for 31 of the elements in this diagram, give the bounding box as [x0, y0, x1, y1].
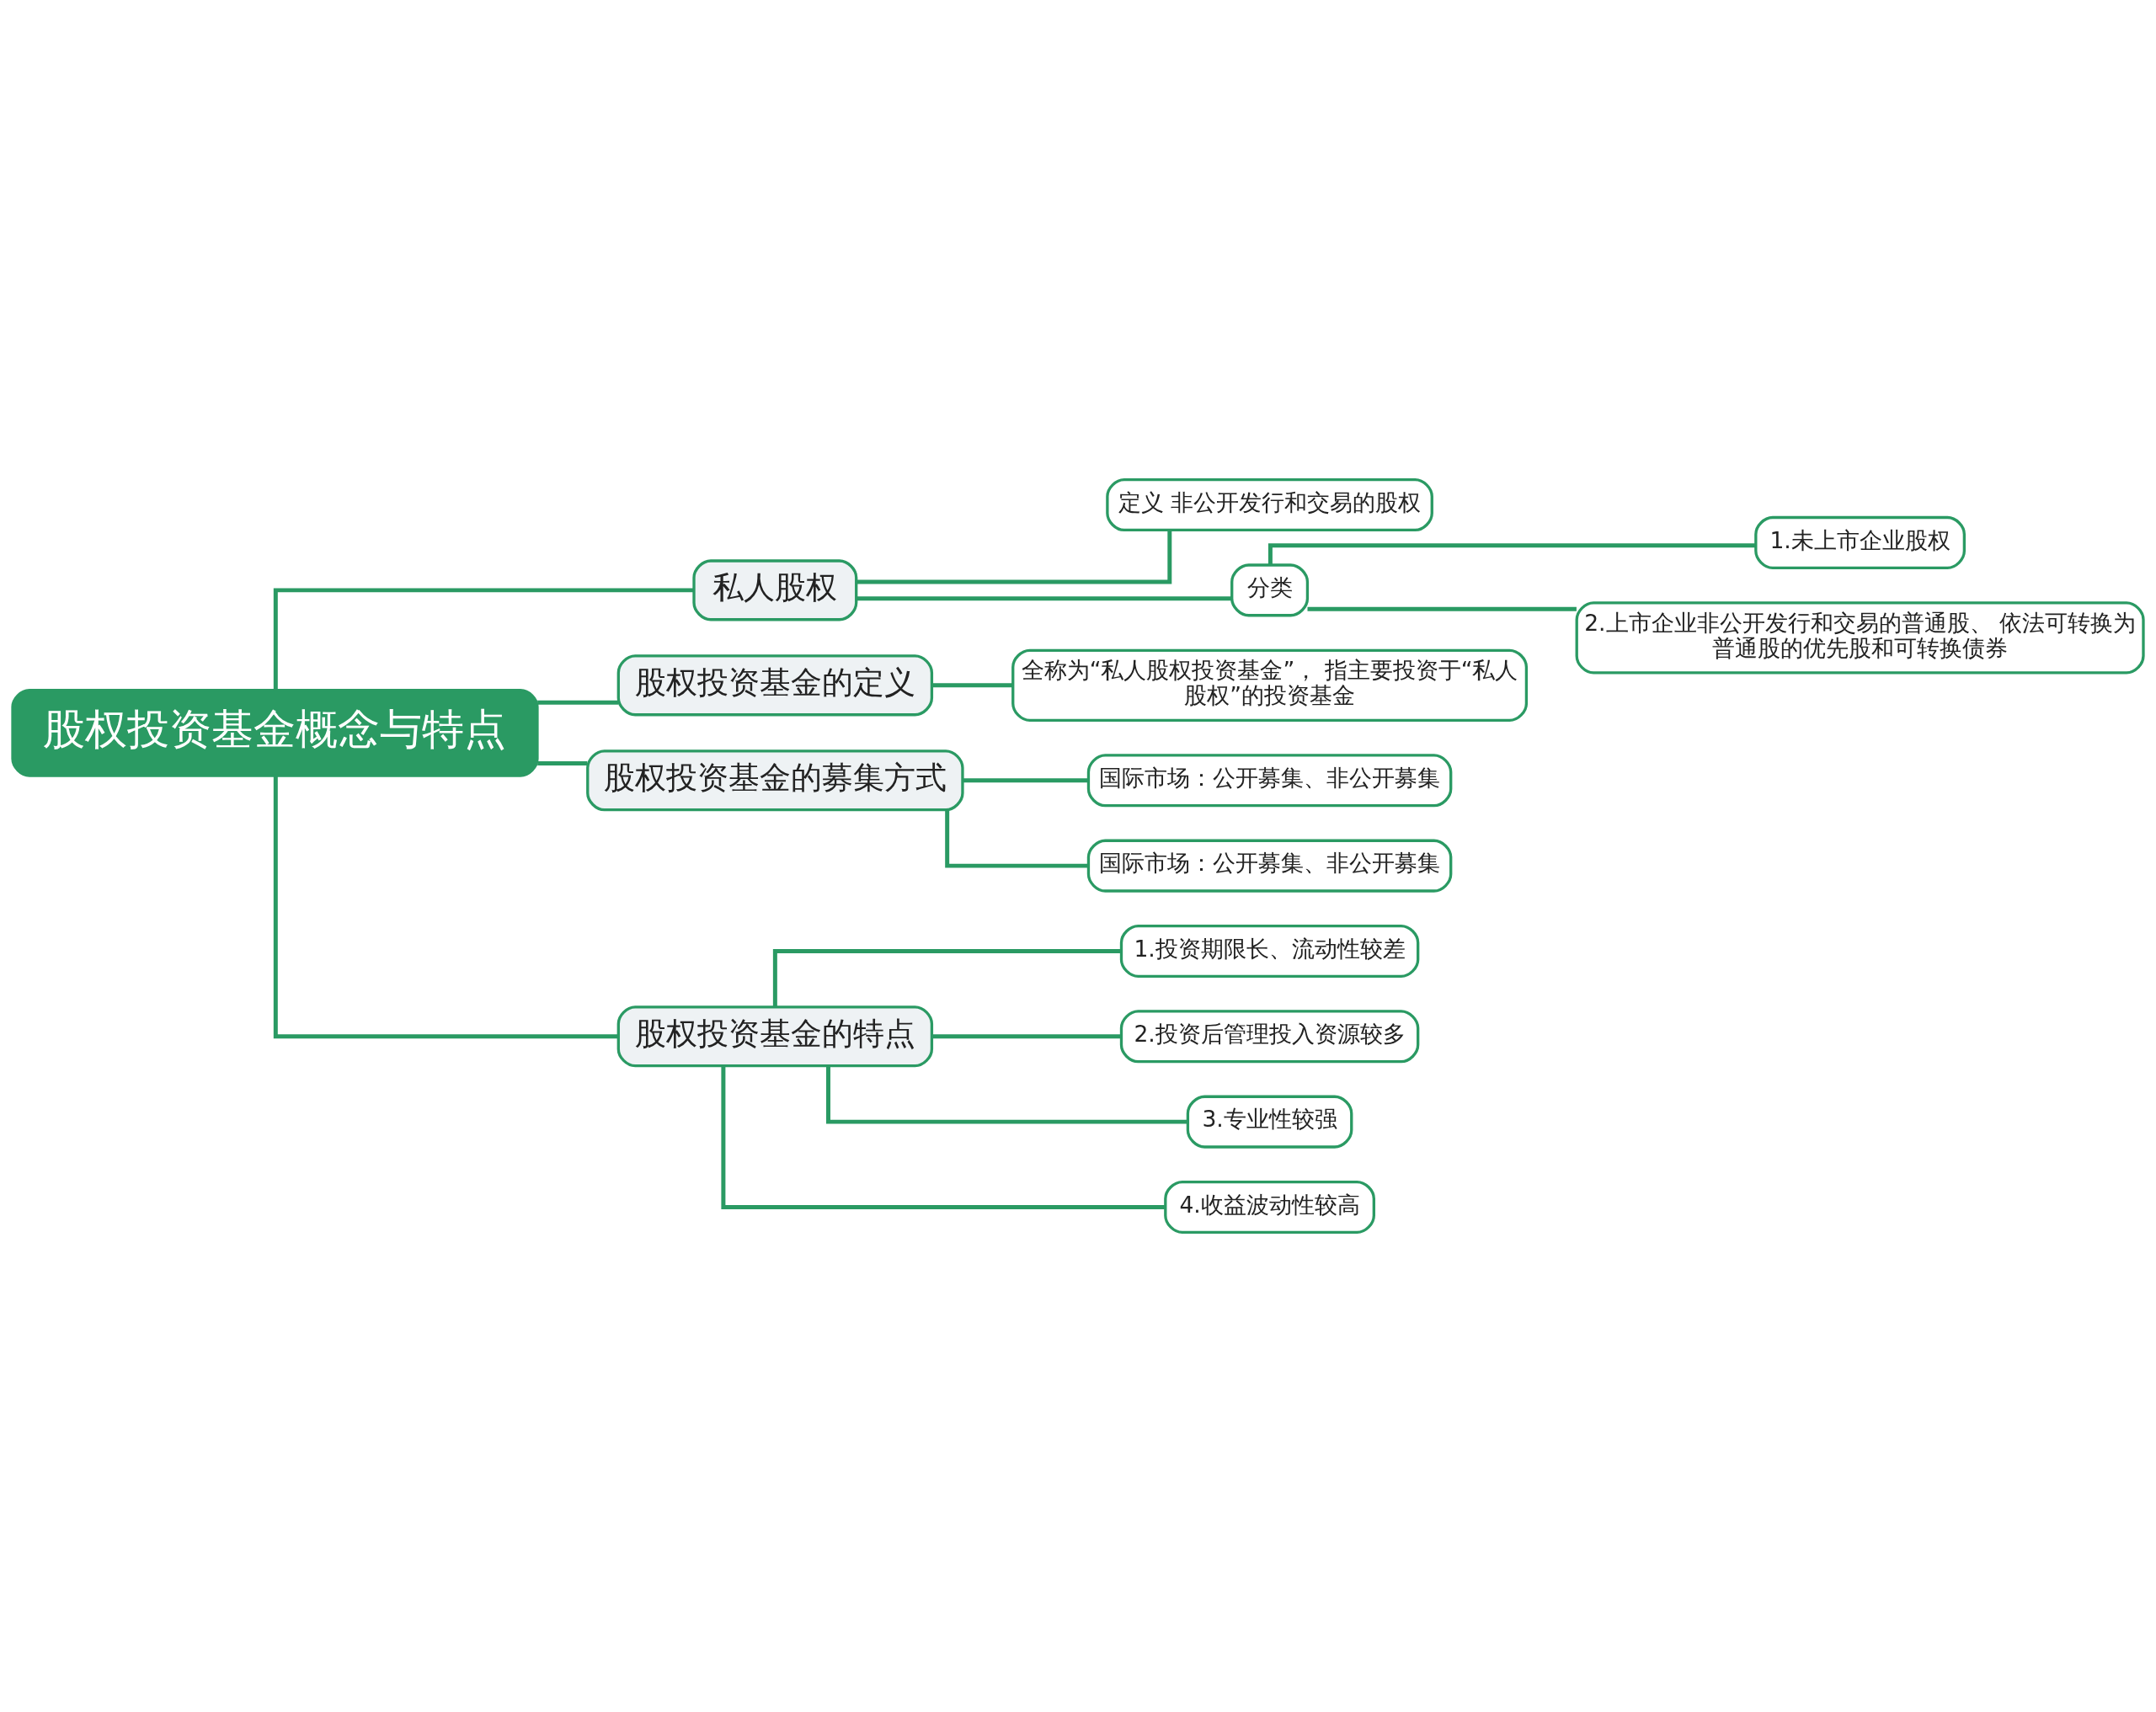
node-box: 私人股权 — [692, 559, 858, 621]
node-box: 全称为“私人股权投资基金”， 指主要投资于“私人股权”的投资基金 — [1011, 648, 1529, 723]
connector — [826, 1066, 1188, 1124]
connector — [1267, 543, 1756, 565]
node-box: 国际市场：公开募集、非公开募集 — [1086, 754, 1453, 808]
node-box: 1.未上市企业股权 — [1754, 515, 1966, 569]
connector — [537, 760, 588, 765]
node-box: 股权投资基金概念与特点 — [11, 689, 539, 777]
node-box: 3.专业性较强 — [1186, 1095, 1353, 1149]
connector — [721, 1066, 1166, 1209]
node-box: 分类 — [1230, 563, 1310, 617]
connector — [1307, 606, 1577, 611]
connector — [273, 776, 618, 1039]
node-box: 2.上市企业非公开发行和交易的普通股、 依法可转换为普通股的优先股和可转换债券 — [1575, 601, 2145, 675]
connector — [537, 700, 619, 705]
connector — [931, 1034, 1122, 1039]
node-box: 股权投资基金的定义 — [616, 654, 934, 717]
connector — [856, 530, 1172, 584]
node-box: 定义 非公开发行和交易的股权 — [1106, 478, 1433, 532]
node-box: 2.投资后管理投入资源较多 — [1119, 1010, 1420, 1064]
connector — [931, 683, 1013, 688]
node-box: 4.收益波动性较高 — [1164, 1180, 1375, 1234]
connector — [772, 948, 1122, 1007]
node-box: 国际市场：公开募集、非公开募集 — [1086, 839, 1453, 893]
node-box: 股权投资基金的特点 — [616, 1005, 934, 1068]
connector — [273, 588, 694, 691]
connector — [963, 778, 1089, 783]
node-box: 1.投资期限长、流动性较差 — [1119, 924, 1420, 978]
node-box: 股权投资基金的募集方式 — [586, 749, 964, 812]
connector — [857, 596, 1232, 601]
connector — [945, 810, 1089, 868]
